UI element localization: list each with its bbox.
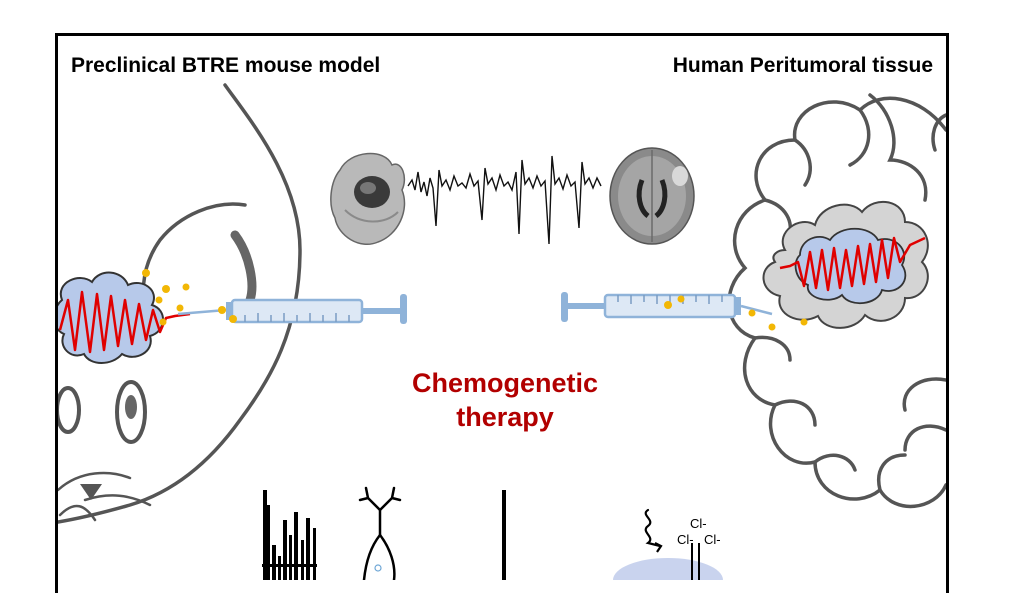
firing-trace [262, 490, 317, 580]
mouse-eye-left [58, 386, 81, 434]
drug-particles-right [664, 295, 808, 331]
mouse-whisker [83, 494, 152, 507]
wavy-arrow-icon [644, 508, 662, 548]
syringe-right [561, 292, 773, 322]
chloride-ion-label: Cl- [690, 516, 707, 531]
human-mri-image [609, 147, 695, 245]
mouse-tumor [58, 271, 191, 364]
syringe-left [177, 294, 407, 324]
chloride-ion-label: Cl- [677, 532, 694, 547]
center-label-line1: Chemogenetic [411, 368, 599, 398]
mouse-ear-inner [230, 230, 257, 305]
chloride-ion-label: Cl- [704, 532, 721, 547]
figure-frame [55, 33, 949, 593]
illustration: Cl- Cl- Cl- [58, 83, 946, 580]
chemogenetic-therapy-label: Chemogenetic therapy [385, 366, 625, 434]
seizure-signal-left [58, 290, 191, 354]
mouse-whisker [58, 471, 132, 492]
drug-particles-left [142, 269, 237, 326]
mouse-nose [80, 484, 102, 500]
receptor-icon: Cl- Cl- Cl- [613, 508, 723, 580]
mouse-pupil [125, 395, 137, 419]
eeg-trace [407, 155, 602, 245]
mouse-illustration [58, 83, 302, 524]
neuron-icon [358, 486, 402, 580]
mouse-head-outline [58, 83, 302, 524]
left-panel-title: Preclinical BTRE mouse model [71, 54, 381, 77]
right-panel-title: Human Peritumoral tissue [672, 54, 933, 77]
seizure-signal-right [779, 236, 926, 292]
center-label-line2: therapy [456, 402, 554, 432]
human-tumor [762, 200, 929, 329]
mouse-whisker [58, 504, 97, 522]
mouse-brain-image [330, 152, 406, 246]
